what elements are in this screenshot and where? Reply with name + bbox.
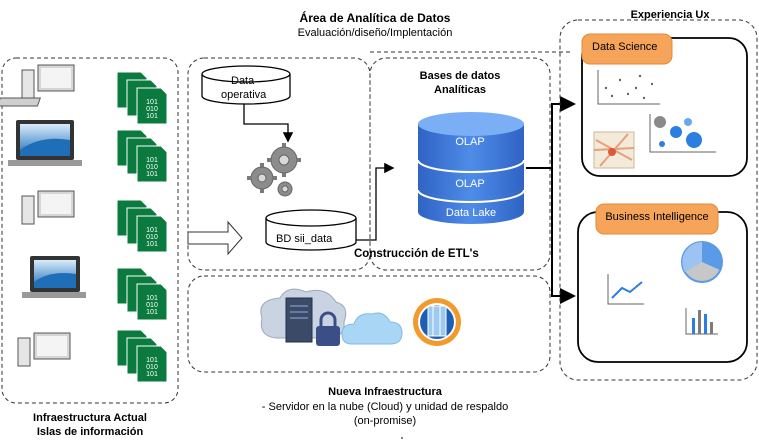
bd-sii-data-label: BD sii_data	[276, 233, 333, 245]
current-infrastructure-label-1: Infraestructura Actual	[33, 412, 147, 424]
new-infrastructure-panel	[187, 275, 551, 373]
connector-line	[243, 104, 294, 143]
binary-text: 101	[146, 227, 158, 234]
binary-text: 101	[146, 113, 158, 120]
binary-text: 101	[146, 295, 158, 302]
bar-chart-icon	[685, 308, 718, 335]
binary-text: 101	[146, 371, 158, 378]
business-intelligence-label: Business Intelligence	[605, 211, 709, 223]
analytic-db-title-2: Analíticas	[434, 84, 486, 96]
binary-text: 101	[146, 171, 158, 178]
current-infrastructure-panel	[1, 57, 179, 404]
binary-text: 010	[146, 234, 158, 241]
cloud-icon	[341, 312, 403, 345]
desktop-computer-icon-1	[0, 64, 75, 107]
binary-docs-icon-1	[116, 71, 168, 125]
connector-line	[356, 162, 395, 241]
data-operativa-label-2: operativa	[221, 89, 267, 101]
data-science-tab	[581, 33, 673, 65]
map-icon	[593, 131, 635, 169]
pie-chart-icon	[681, 241, 723, 283]
secure-server-icon	[260, 288, 347, 346]
line-chart-icon	[607, 274, 644, 305]
connector-line	[526, 96, 576, 169]
binary-docs-icon-2	[116, 129, 168, 183]
binary-docs-icon-4	[116, 267, 168, 321]
olap-label-1: OLAP	[455, 136, 485, 148]
binary-text: 010	[146, 106, 158, 113]
binary-text: 010	[146, 302, 158, 309]
binary-text: 101	[146, 241, 158, 248]
connector-line	[526, 167, 576, 304]
etl-panel	[187, 57, 371, 271]
olap-label-2: OLAP	[455, 178, 485, 190]
new-infrastructure-title: Nueva Infraestructura	[328, 386, 442, 398]
laptop-icon-2	[22, 256, 86, 298]
analytics-area-subtitle: Evaluación/diseño/Implentación	[297, 27, 453, 39]
ux-title: Experiencia Ux	[630, 9, 710, 21]
analytics-area-title: Área de Analítica de Datos	[299, 11, 451, 25]
bubble-chart-icon	[649, 114, 716, 153]
etl-label: Construcción de ETL's	[354, 248, 479, 260]
data-lake-label: Data Lake	[445, 207, 497, 219]
laptop-icon-1	[8, 120, 82, 166]
binary-text: 101	[146, 357, 158, 364]
current-infrastructure-label-2: Islas de información	[36, 426, 144, 438]
data-science-label: Data Science	[592, 41, 658, 53]
bd-sii-data-cylinder	[265, 209, 357, 251]
backup-server-icon	[413, 298, 461, 346]
binary-text: 010	[146, 164, 158, 171]
flow-arrow-icon	[187, 220, 243, 256]
desktop-computer-icon-3	[17, 332, 71, 367]
binary-docs-icon-3	[116, 199, 168, 253]
analytic-db-panel	[369, 57, 551, 271]
scatter-plot-icon	[597, 70, 660, 105]
binary-docs-icon-5	[116, 329, 168, 383]
ux-panel	[559, 19, 758, 381]
binary-text: 101	[146, 99, 158, 106]
business-intelligence-tab	[595, 203, 719, 235]
gears-icon	[247, 143, 301, 197]
data-operativa-label-1: Data	[231, 75, 255, 87]
new-infrastructure-line1: - Servidor en la nube (Cloud) y unidad d…	[261, 401, 509, 413]
analytic-db-title-1: Bases de datos	[419, 70, 501, 82]
analytic-database-icon	[417, 112, 525, 224]
binary-text: 101	[146, 157, 158, 164]
desktop-computer-icon-2	[21, 190, 75, 225]
data-operativa-cylinder	[201, 65, 291, 105]
binary-text: 101	[146, 309, 158, 316]
binary-text: 010	[146, 364, 158, 371]
new-infrastructure-line2: (on-promise)	[353, 415, 417, 427]
